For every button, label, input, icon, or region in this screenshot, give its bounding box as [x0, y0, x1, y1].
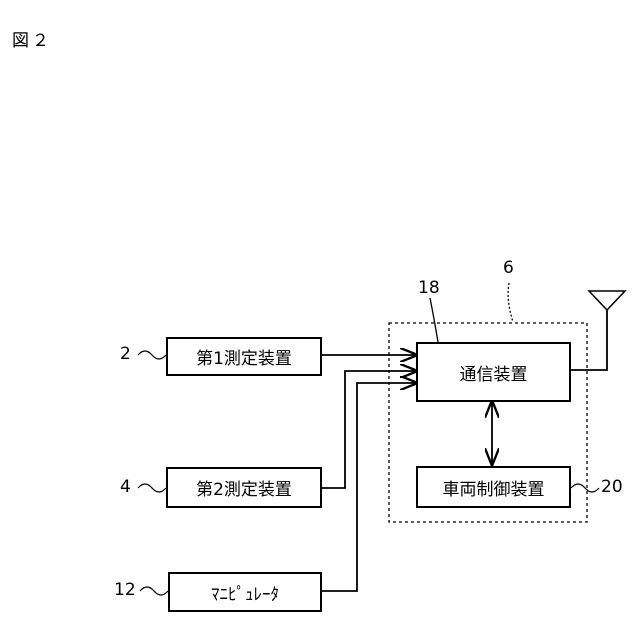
comm-leader: [430, 298, 438, 342]
manipulator-block: ﾏﾆﾋﾟｭﾚｰﾀ: [168, 572, 322, 612]
measure1-label: 第1測定装置: [196, 344, 292, 369]
manipulator-ref: 12: [114, 580, 136, 600]
measure1-leader: [138, 351, 166, 359]
arrow-measure2-to-comm: [322, 371, 416, 488]
measure2-label: 第2測定装置: [196, 475, 292, 500]
measure2-block: 第2測定装置: [166, 467, 322, 508]
vehicle-ctrl-label: 車両制御装置: [443, 475, 545, 500]
arrow-manipulator-to-comm: [322, 383, 416, 591]
measure2-ref: 4: [120, 477, 131, 497]
manipulator-leader: [140, 587, 168, 595]
enclosure-ref: 6: [503, 258, 514, 278]
measure2-leader: [138, 484, 166, 492]
vehicle-ctrl-block: 車両制御装置: [416, 466, 571, 508]
manipulator-label: ﾏﾆﾋﾟｭﾚｰﾀ: [211, 580, 279, 605]
vehicle-leader: [571, 484, 599, 492]
vehicle-ctrl-ref: 20: [601, 477, 623, 497]
measure1-block: 第1測定装置: [166, 337, 322, 376]
comm-ref: 18: [418, 278, 440, 298]
comm-block: 通信装置: [416, 342, 571, 402]
antenna-line: [571, 310, 607, 370]
measure1-ref: 2: [120, 344, 131, 364]
enclosure-leader: [508, 283, 513, 322]
comm-label: 通信装置: [460, 360, 528, 385]
antenna-icon: [589, 291, 625, 310]
